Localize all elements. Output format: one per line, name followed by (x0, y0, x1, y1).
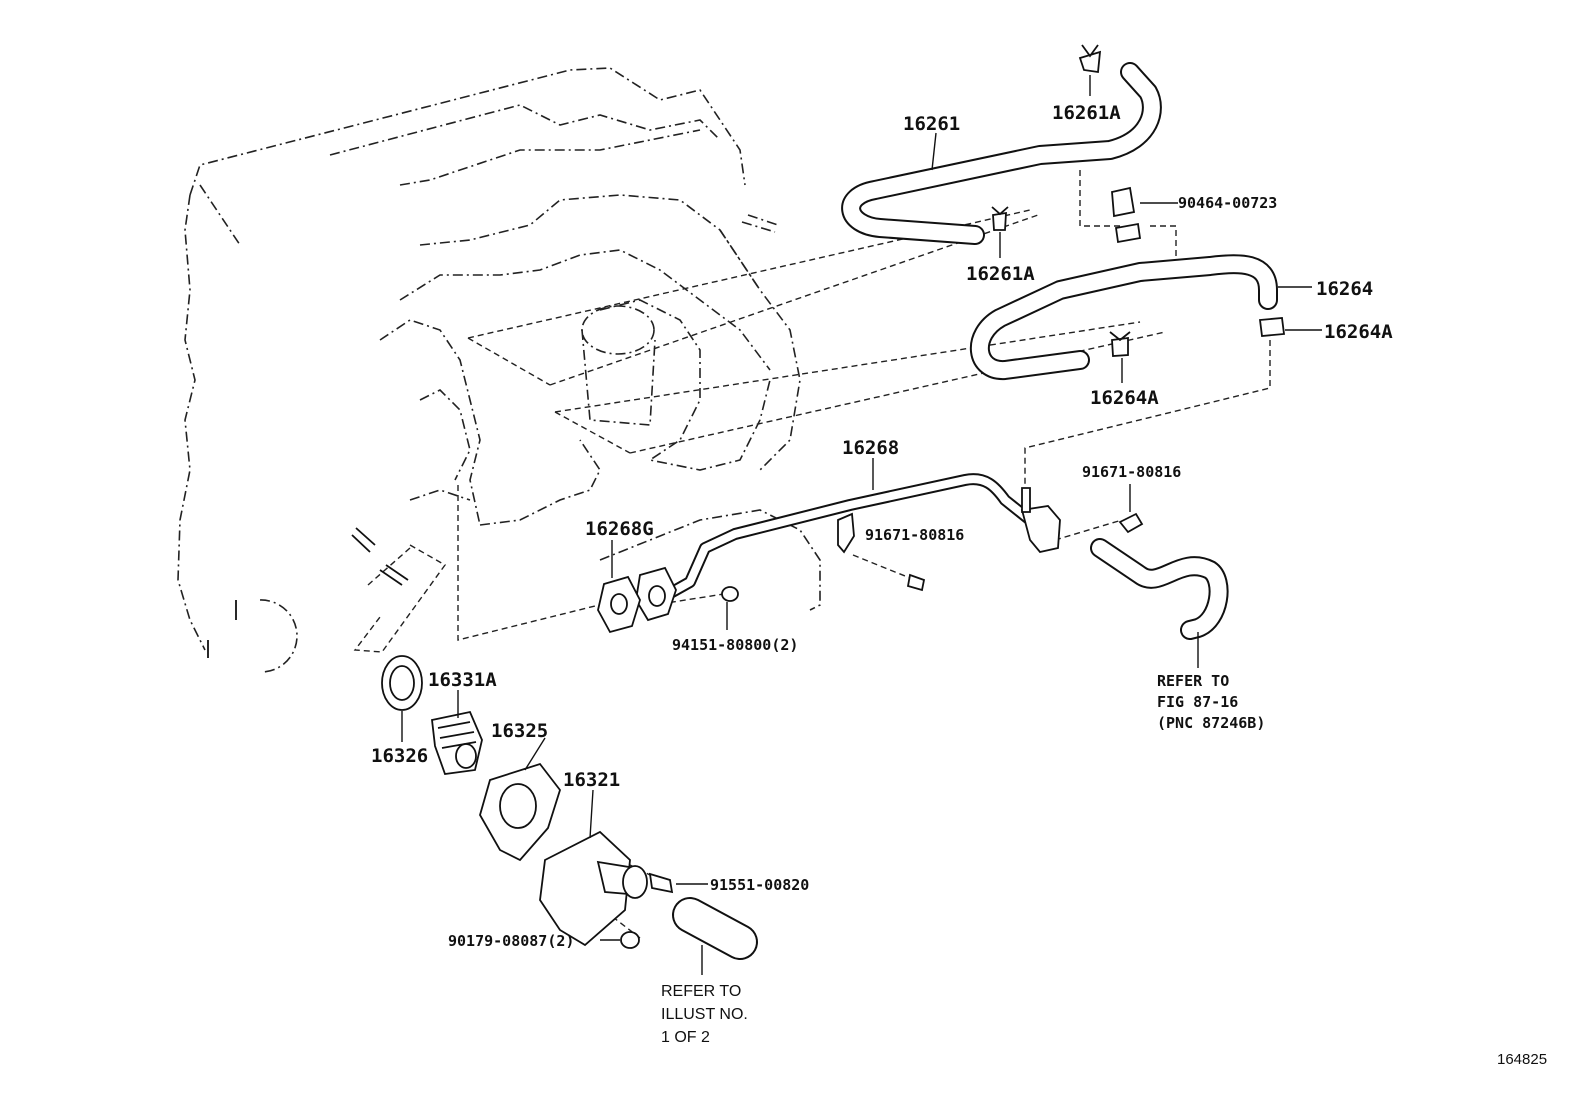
refer-fig-line3: (PNC 87246B) (1157, 714, 1265, 732)
label-16331A[interactable]: 16331A (428, 669, 497, 691)
gasket-16268G[interactable] (597, 575, 641, 634)
diagram-id: 164825 (1497, 1051, 1547, 1068)
label-16261[interactable]: 16261 (903, 113, 960, 135)
label-91671-80816-mid[interactable]: 91671-80816 (865, 526, 964, 544)
label-16261A-lower[interactable]: 16261A (966, 263, 1035, 285)
refer-illust-line2: ILLUST NO. (661, 1006, 748, 1023)
bolt-91671-80816-mid[interactable] (906, 573, 926, 592)
label-91551-00820[interactable]: 91551-00820 (710, 876, 809, 894)
engine-block-outline (177, 67, 821, 673)
water-hose-16264[interactable] (969, 254, 1278, 380)
refer-illust-line3: 1 OF 2 (661, 1029, 710, 1046)
part-labels: 16261 16261A 16261A 90464-00723 16264 16… (371, 102, 1393, 950)
pin-pair (351, 527, 409, 586)
nut-94151-80800[interactable] (721, 586, 739, 602)
label-91671-80816-right[interactable]: 91671-80816 (1082, 463, 1181, 481)
label-16268[interactable]: 16268 (842, 437, 899, 459)
heater-hose-reference (1090, 538, 1229, 640)
bolt-91551-00820[interactable] (648, 872, 674, 894)
refer-fig-line2: FIG 87-16 (1157, 693, 1238, 711)
label-16264A-right[interactable]: 16264A (1324, 321, 1393, 343)
label-16321[interactable]: 16321 (563, 769, 620, 791)
gasket-16326[interactable] (381, 655, 423, 711)
hose-clamp-16264A-right[interactable] (1258, 317, 1286, 337)
hose-clamp-16261A-lower[interactable] (991, 206, 1009, 231)
label-16264[interactable]: 16264 (1316, 278, 1373, 300)
bolt-91671-80816-right[interactable] (1118, 512, 1144, 534)
label-94151-80800[interactable]: 94151-80800(2) (672, 636, 798, 654)
nut-90179-08087[interactable] (620, 931, 640, 949)
refer-illust-line1: REFER TO (661, 983, 741, 1000)
gasket-16325[interactable] (479, 762, 561, 862)
water-inlet-16321[interactable] (539, 830, 648, 947)
water-hose-16261[interactable] (841, 62, 1162, 245)
leader-lines (401, 75, 1322, 975)
hose-clamp-16264A-lower[interactable] (1109, 331, 1131, 357)
label-90464-00723[interactable]: 90464-00723 (1178, 194, 1277, 212)
water-bypass-pipe-16268[interactable] (659, 473, 1061, 602)
radiator-hose-reference (672, 897, 758, 960)
label-90179-08087[interactable]: 90179-08087(2) (448, 932, 574, 950)
clip-90464-00723[interactable] (1111, 186, 1142, 244)
thermostat-16331A[interactable] (431, 710, 483, 775)
pipe-flange-16268-end[interactable] (635, 566, 677, 622)
label-16325[interactable]: 16325 (491, 720, 548, 742)
label-16268G[interactable]: 16268G (585, 518, 654, 540)
refer-illust-note: REFER TO ILLUST NO. 1 OF 2 (661, 983, 748, 1046)
label-16326[interactable]: 16326 (371, 745, 428, 767)
refer-fig-note: REFER TO FIG 87-16 (PNC 87246B) (1157, 672, 1265, 732)
label-16264A-lower[interactable]: 16264A (1090, 387, 1159, 409)
hose-clamp-16261A-top[interactable] (1078, 44, 1102, 74)
label-16261A-top[interactable]: 16261A (1052, 102, 1121, 124)
refer-fig-line1: REFER TO (1157, 672, 1229, 690)
